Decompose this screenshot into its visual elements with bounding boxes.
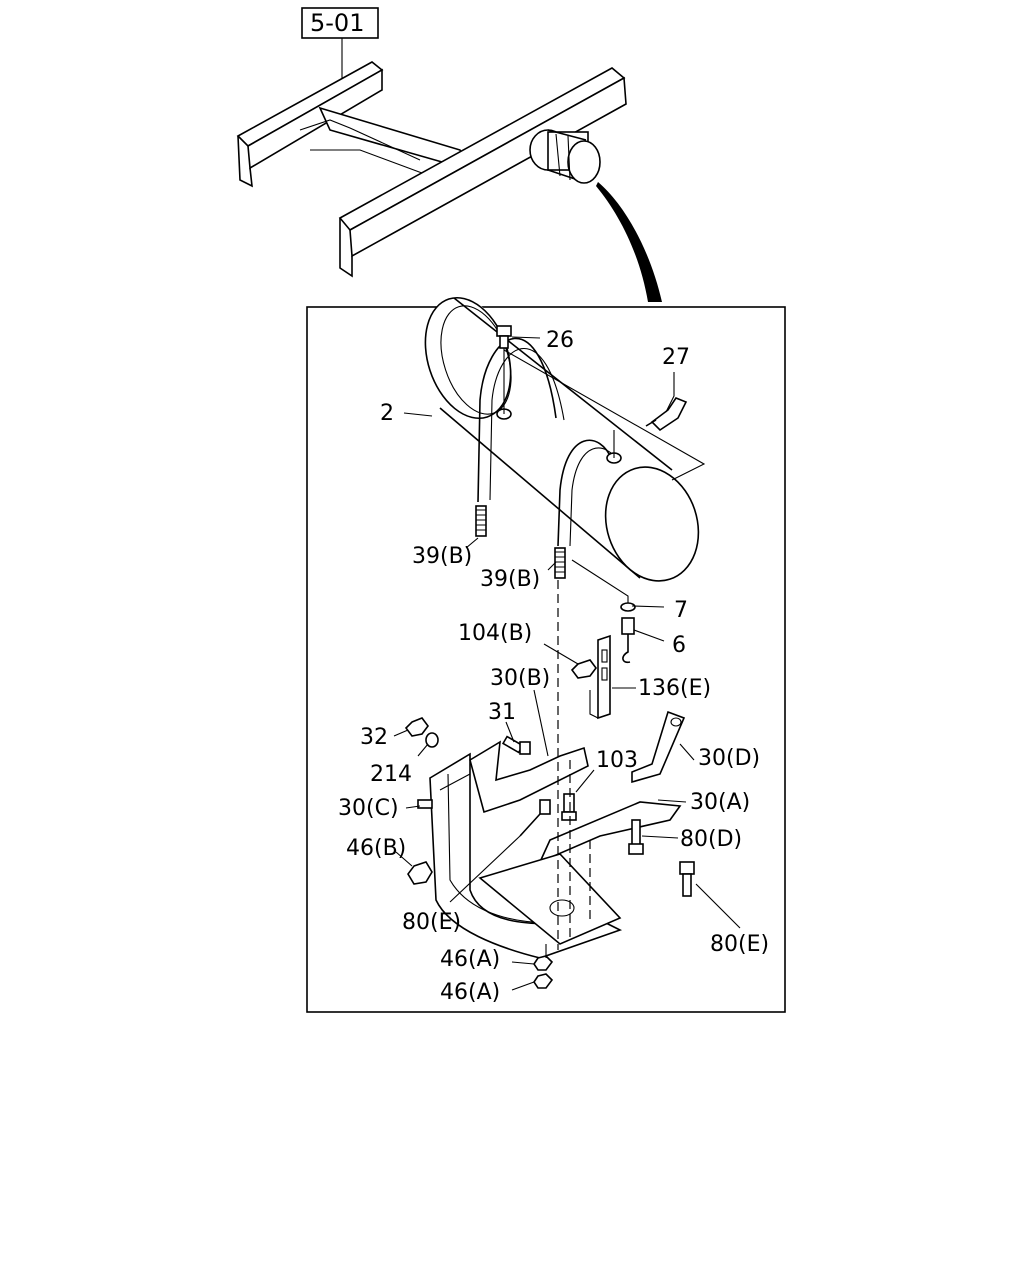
callout-39b-right: 39(B): [480, 567, 540, 592]
reference-box: 5-01: [301, 7, 379, 80]
callout-80e-left: 80(E): [402, 910, 461, 935]
detail-pointer-arrow: [596, 182, 662, 302]
tank-thumbnail: [529, 129, 601, 184]
vent-pipe-27: [645, 397, 688, 432]
bolt-31: [501, 735, 531, 755]
callout-30d: 30(D): [698, 746, 760, 771]
callout-30c: 30(C): [338, 796, 399, 821]
callout-31: 31: [488, 700, 516, 725]
callout-7: 7: [674, 598, 688, 623]
callout-32: 32: [360, 725, 388, 750]
callout-27: 27: [662, 345, 690, 370]
chassis-overview: [236, 61, 662, 302]
callout-30a: 30(A): [690, 790, 750, 815]
callout-80e-right: 80(E): [710, 932, 769, 957]
reference-box-label: 5-01: [310, 9, 364, 37]
callout-labels: 26 27 2 39(B) 39(B) 7 6 104(B) 30(B) 136…: [338, 328, 769, 1005]
callout-46a-upper: 46(A): [440, 947, 500, 972]
bracket-assembly: [404, 580, 695, 989]
callout-103: 103: [596, 748, 638, 773]
callout-46a-lower: 46(A): [440, 980, 500, 1005]
callout-2: 2: [380, 401, 394, 426]
bolt-26: [496, 325, 512, 349]
callout-26: 26: [546, 328, 574, 353]
callout-39b-left: 39(B): [412, 544, 472, 569]
callout-80d: 80(D): [680, 827, 742, 852]
leader-lines: [393, 336, 741, 991]
drain-plug-6-7: [620, 602, 636, 664]
callout-136e: 136(E): [638, 676, 711, 701]
detail-frame: [306, 306, 786, 1013]
callout-214: 214: [370, 762, 412, 787]
fuel-tank: [424, 296, 706, 604]
callout-30b: 30(B): [490, 666, 550, 691]
callout-6: 6: [672, 633, 686, 658]
callout-46b: 46(B): [346, 836, 406, 861]
callout-104b: 104(B): [458, 621, 532, 646]
